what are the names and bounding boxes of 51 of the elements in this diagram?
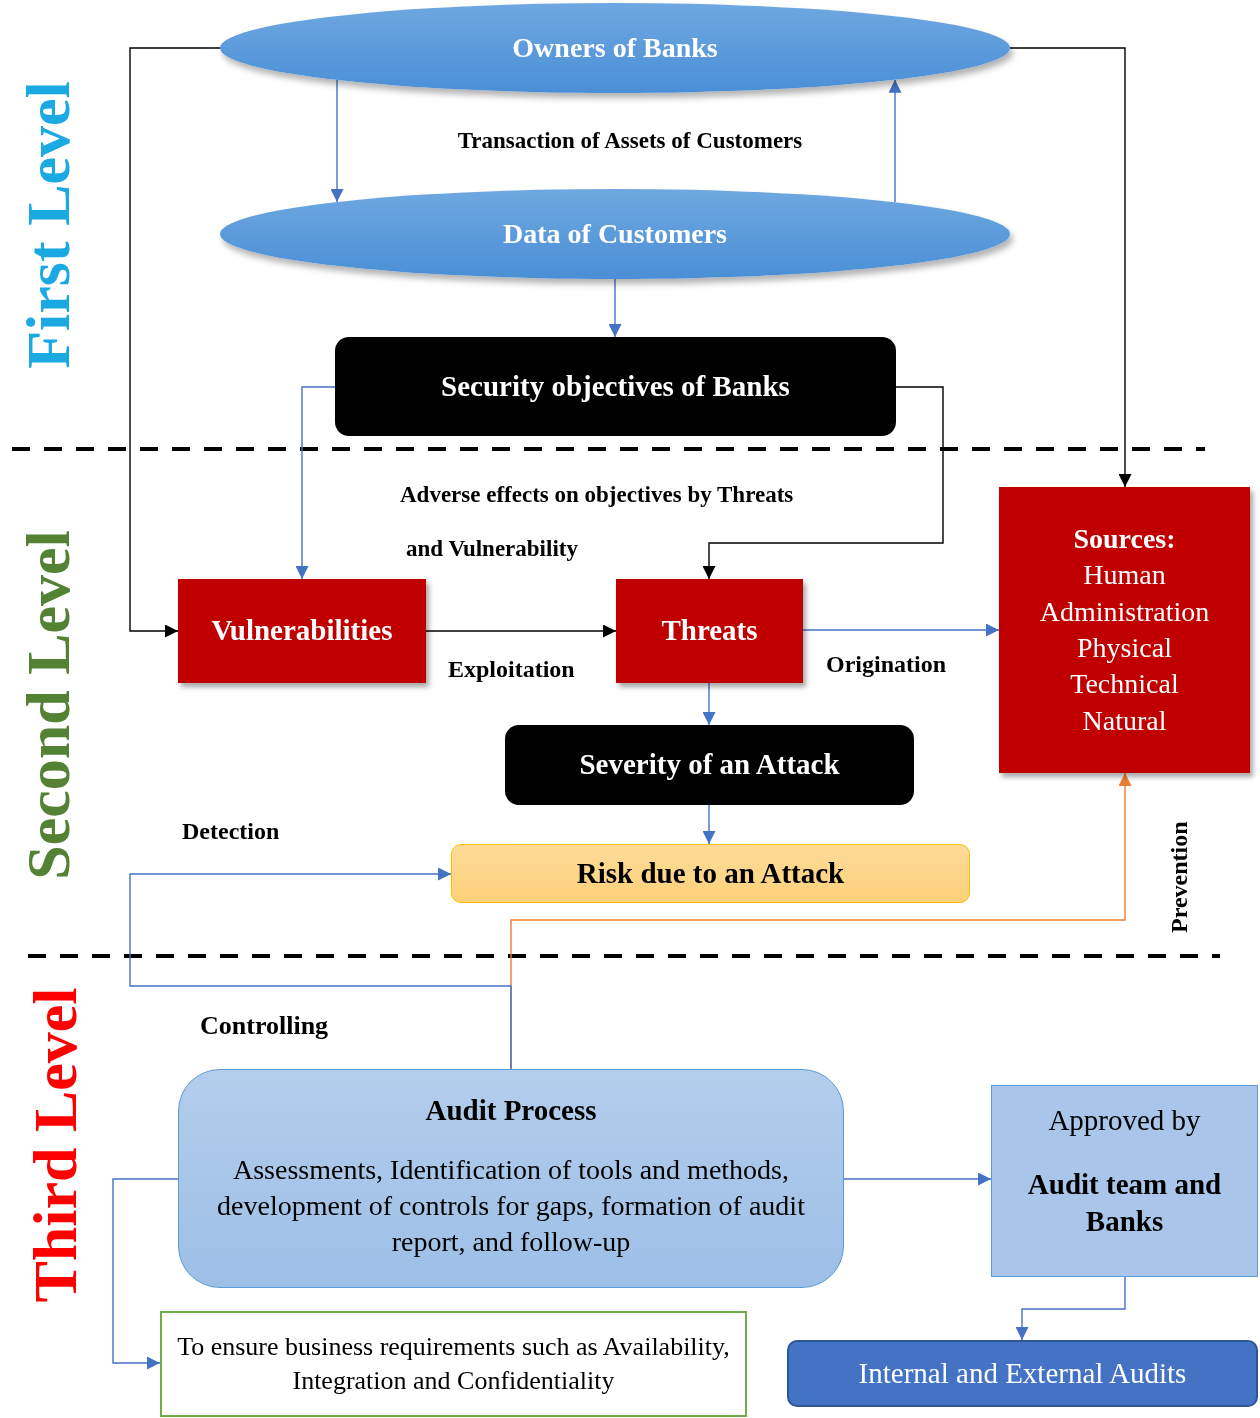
node-title: Severity of an Attack xyxy=(578,747,841,783)
arrow xyxy=(129,47,221,638)
arrow xyxy=(129,867,512,1070)
process-box xyxy=(178,1069,844,1288)
process-box xyxy=(787,1340,1258,1407)
node-title: Vulnerabilities xyxy=(210,613,394,649)
node-title: Data of Customers xyxy=(502,216,728,251)
annotation-text: Adverse effects on objectives by Threats xyxy=(400,482,794,508)
arrow xyxy=(295,386,336,580)
node-title: Security objectives of Banks xyxy=(440,368,791,404)
process-box xyxy=(451,844,970,903)
level-heading: Third Level xyxy=(19,987,90,1303)
arrow xyxy=(843,1172,992,1186)
node-text: Physical xyxy=(1076,631,1173,665)
process-box xyxy=(999,487,1250,773)
annotation-text: Transaction of Assets of Customers xyxy=(457,128,803,154)
level-heading: First Level xyxy=(12,81,83,369)
arrow xyxy=(112,1178,179,1370)
arrow xyxy=(1015,1276,1126,1341)
node-title: Internal and External Audits xyxy=(857,1355,1188,1391)
node-title: Audit Process xyxy=(424,1093,598,1128)
arrow xyxy=(330,79,344,203)
node-text: Technical xyxy=(1069,667,1180,702)
node-text: Administration xyxy=(1038,594,1211,629)
arrow xyxy=(702,682,716,726)
process-box xyxy=(991,1085,1258,1277)
node-title: Risk due to an Attack xyxy=(575,855,846,891)
arrow xyxy=(702,386,944,580)
node-text: Assessments, Identification of tools and methods, development of controls for gaps, formation of audit report, and follow-up xyxy=(216,1152,806,1260)
arrow xyxy=(608,278,622,338)
process-box xyxy=(178,579,426,683)
process-box xyxy=(616,579,803,683)
annotation-text: and Vulnerability xyxy=(406,536,578,562)
process-box xyxy=(505,725,914,805)
annotation-text: Controlling xyxy=(200,1011,329,1041)
note-box xyxy=(160,1311,747,1417)
arrow xyxy=(888,79,902,203)
node-title: Threats xyxy=(660,613,759,649)
node-title: Owners of Banks xyxy=(511,30,719,65)
node-title: To ensure business requirements such as Availability, Integration and Confidentiality xyxy=(176,1331,731,1397)
node-text: Natural xyxy=(1081,703,1168,738)
arrow xyxy=(802,623,1000,637)
node-text: Human xyxy=(1082,558,1167,593)
node-title: Sources: xyxy=(1072,521,1177,556)
arrow xyxy=(702,804,716,845)
arrow xyxy=(1009,47,1132,488)
process-box xyxy=(335,337,896,436)
node-text: Audit team and Banks xyxy=(1026,1166,1223,1240)
node-title: Approved by xyxy=(1047,1103,1202,1138)
level-heading: Second Level xyxy=(12,530,83,880)
arrow xyxy=(425,624,617,638)
